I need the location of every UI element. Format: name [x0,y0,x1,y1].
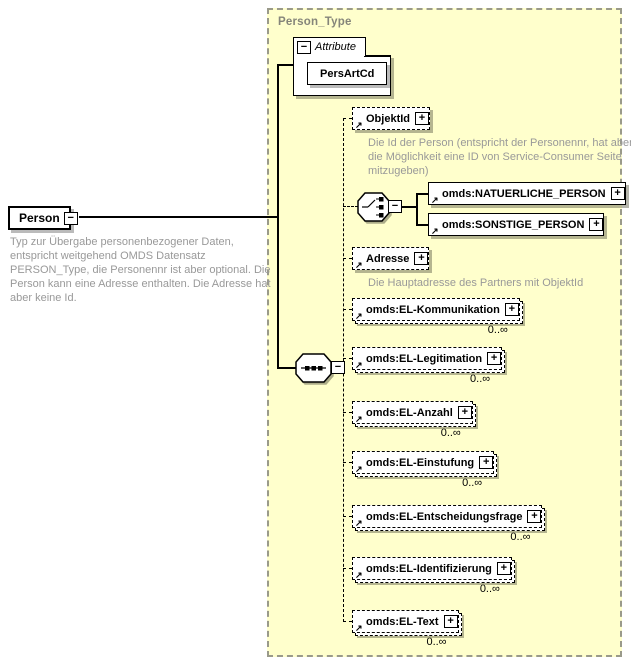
element-label: omds:EL-Legitimation [366,352,483,365]
connector-stub-choice [343,206,358,207]
connector-stub-identifizierung [343,568,352,569]
expand-toggle-icon[interactable]: + [589,218,604,231]
row-el-identifizierung: ↗ omds:EL-Identifizierung + 0..∞ [352,557,515,595]
expand-toggle-icon[interactable]: + [457,406,472,419]
element-natuerliche-person[interactable]: ↗ omds:NATUERLICHE_PERSON + [428,182,626,205]
connector-choice-branch-vertical [416,193,418,226]
person-type-container: Person_Type [267,8,622,657]
reference-arrow-icon: ↗ [355,260,363,270]
occurrence-label: 0..∞ [479,583,500,595]
element-label: omds:EL-Identifizierung [366,562,492,575]
connector-stub-einstufung [343,462,352,463]
expand-toggle-icon[interactable]: + [415,112,430,125]
collapse-toggle-icon[interactable]: − [388,200,402,213]
reference-arrow-icon: ↗ [355,464,363,474]
attribute-group-edge [364,55,391,57]
occurrence-label: 0..∞ [462,477,483,489]
expand-toggle-icon[interactable]: + [443,615,458,628]
reference-arrow-icon: ↗ [355,414,363,424]
collapse-toggle-icon[interactable]: − [63,211,78,225]
row-el-anzahl: ↗ omds:EL-Anzahl + 0..∞ [352,401,476,439]
reference-arrow-icon: ↗ [355,360,363,370]
connector-stub-kommunikation [343,309,352,310]
connector-stub-legitimation [343,358,352,359]
annotation-person: Typ zur Übergabe personenbezogener Daten… [10,236,271,304]
connector-stub-anzahl [343,412,352,413]
row-el-legitimation: ↗ omds:EL-Legitimation + 0..∞ [352,347,506,385]
sequence-compositor-icon[interactable] [295,353,332,383]
annotation-adresse: Die Hauptadresse des Partners mit Objekt… [368,277,584,289]
row-objektid: ↗ ObjektId + [352,107,431,130]
element-adresse[interactable]: ↗ Adresse + [352,247,430,270]
choice-compositor-icon[interactable] [357,192,390,222]
row-el-kommunikation: ↗ omds:EL-Kommunikation + 0..∞ [352,298,523,336]
element-label: omds:EL-Entscheidungsfrage [366,510,523,523]
connector-stub-text [343,621,352,622]
reference-arrow-icon: ↗ [355,623,363,633]
row-el-text: ↗ omds:EL-Text + 0..∞ [352,610,462,648]
reference-arrow-icon: ↗ [355,518,363,528]
connector-trunk-vertical [277,64,279,369]
reference-arrow-icon: ↗ [431,195,439,205]
expand-toggle-icon[interactable]: + [504,303,519,316]
element-el-entscheidungsfrage[interactable]: ↗ omds:EL-Entscheidungsfrage + [352,505,543,528]
expand-toggle-icon[interactable]: + [414,252,429,265]
attribute-persartcd[interactable]: PersArtCd [307,62,388,85]
element-person-label: Person [19,211,60,225]
row-natuerliche-person: ↗ omds:NATUERLICHE_PERSON + [428,182,626,205]
occurrence-label: 0..∞ [487,324,508,336]
expand-toggle-icon[interactable]: + [527,510,542,523]
element-label: omds:NATUERLICHE_PERSON [442,187,606,200]
occurrence-label: 0..∞ [426,636,447,648]
row-adresse: ↗ Adresse + [352,247,430,270]
occurrence-label: 0..∞ [510,531,531,543]
element-person[interactable]: Person − [8,206,78,230]
collapse-toggle-icon[interactable]: − [297,40,311,54]
connector-branch-sonstige [416,224,428,226]
element-label: Adresse [366,252,410,265]
row-el-einstufung: ↗ omds:EL-Einstufung + 0..∞ [352,451,498,489]
connector-stub-objektid [343,118,352,119]
element-el-kommunikation[interactable]: ↗ omds:EL-Kommunikation + [352,298,520,321]
element-el-identifizierung[interactable]: ↗ omds:EL-Identifizierung + [352,557,512,580]
occurrence-label: 0..∞ [440,427,461,439]
element-label: ObjektId [366,112,411,125]
connector-stub-adresse [343,258,352,259]
attribute-group-label: Attribute [315,41,356,53]
connector-stub-entscheidungsfrage [343,516,352,517]
connector-branch-natuerliche [416,193,428,195]
element-label: omds:EL-Text [366,615,439,628]
expand-toggle-icon[interactable]: + [479,456,494,469]
connector-trunk-to-sequence [278,367,296,369]
reference-arrow-icon: ↗ [355,570,363,580]
element-el-einstufung[interactable]: ↗ omds:EL-Einstufung + [352,451,495,474]
reference-arrow-icon: ↗ [355,311,363,321]
connector-person-to-trunk [79,216,277,218]
attribute-group-tab[interactable]: − Attribute [293,37,366,56]
occurrence-label: 0..∞ [470,373,491,385]
collapse-toggle-icon[interactable]: − [331,361,345,374]
attribute-persartcd-label: PersArtCd [320,67,375,80]
element-sonstige-person[interactable]: ↗ omds:SONSTIGE_PERSON + [428,213,605,236]
element-label: omds:EL-Einstufung [366,456,475,469]
element-label: omds:SONSTIGE_PERSON [442,218,585,231]
expand-toggle-icon[interactable]: + [487,352,502,365]
expand-toggle-icon[interactable]: + [496,562,511,575]
element-el-anzahl[interactable]: ↗ omds:EL-Anzahl + [352,401,473,424]
annotation-objektid: Die Id der Person (entspricht der Person… [368,137,631,177]
expand-toggle-icon[interactable]: + [610,187,625,200]
row-el-entscheidungsfrage: ↗ omds:EL-Entscheidungsfrage + 0..∞ [352,505,546,543]
element-label: omds:EL-Kommunikation [366,303,500,316]
connector-choice-out [401,206,417,208]
reference-arrow-icon: ↗ [355,120,363,130]
element-label: omds:EL-Anzahl [366,406,453,419]
reference-arrow-icon: ↗ [431,226,439,236]
element-el-text[interactable]: ↗ omds:EL-Text + [352,610,459,633]
row-sonstige-person: ↗ omds:SONSTIGE_PERSON + [428,213,605,236]
connector-trunk-to-attributes [278,64,294,66]
element-el-legitimation[interactable]: ↗ omds:EL-Legitimation + [352,347,503,370]
element-objektid[interactable]: ↗ ObjektId + [352,107,431,130]
person-type-title: Person_Type [278,16,352,28]
